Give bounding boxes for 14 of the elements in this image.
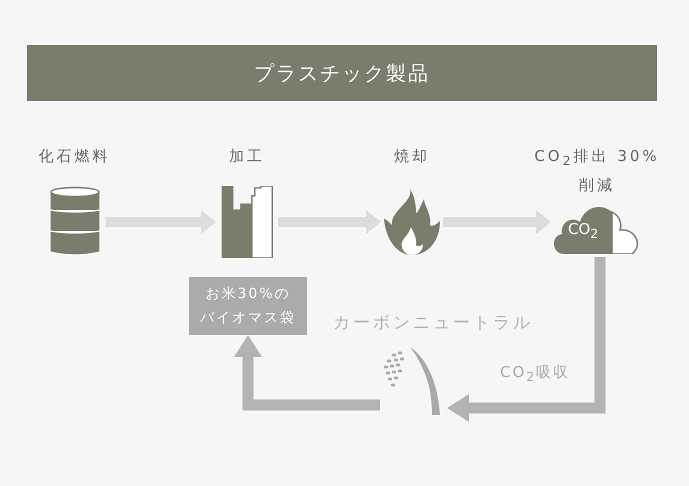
edge-label: CO$_{2}$吸収 (500, 363, 570, 384)
arrow (106, 210, 216, 234)
arrow (278, 210, 381, 234)
step-heading: 化石燃料 (38, 146, 112, 167)
step-heading: 加工 (228, 146, 266, 167)
cycle-caption: カーボンニュートラル (333, 312, 533, 334)
step-heading: 焼却 (393, 146, 431, 167)
title-banner: プラスチック製品 (27, 45, 657, 101)
arrow (447, 257, 606, 422)
step-heading: CO$_{2}$排出 30%削減 (533, 146, 661, 196)
arrow (443, 210, 551, 234)
label-box: お米30%のバイオマス袋 (189, 277, 307, 335)
cloud-label: CO$_{2}$ (568, 220, 598, 241)
arrow (234, 335, 380, 410)
